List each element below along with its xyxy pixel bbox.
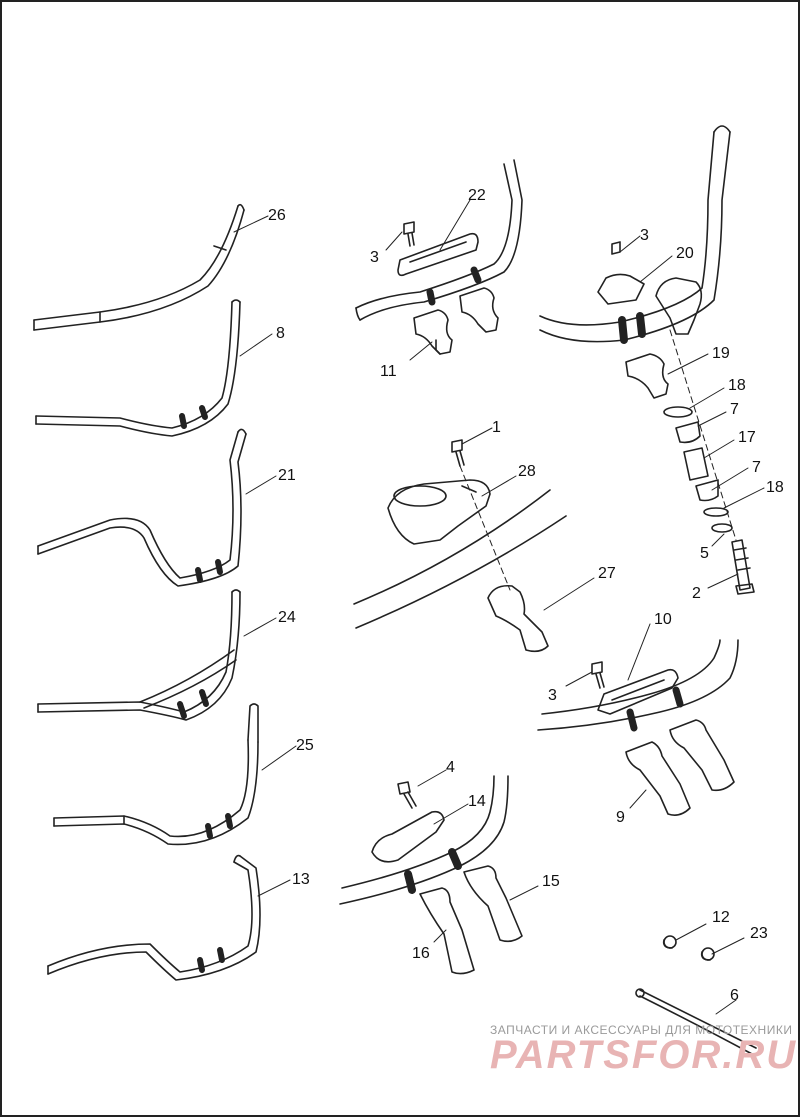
- assembly-top-right: [539, 125, 755, 595]
- callout-10: 10: [654, 611, 672, 628]
- assembly-bottom-center: [339, 775, 523, 975]
- callout-26: 26: [268, 207, 286, 224]
- callout-7-lower: 7: [752, 459, 761, 476]
- callout-24: 24: [278, 609, 296, 626]
- callout-14: 14: [468, 793, 486, 810]
- callout-17: 17: [738, 429, 756, 446]
- assembly-top-center: [355, 159, 523, 355]
- watermark-logo: PARTSFOR.RU: [490, 1033, 797, 1077]
- callout-13: 13: [292, 871, 310, 888]
- callout-28: 28: [518, 463, 536, 480]
- callout-3-top-center: 3: [370, 249, 379, 266]
- callout-2: 2: [692, 585, 701, 602]
- handlebar-24: [37, 589, 241, 721]
- handlebar-26: [33, 203, 245, 331]
- callout-5: 5: [700, 545, 709, 562]
- callout-6: 6: [730, 987, 739, 1004]
- callout-1: 1: [492, 419, 501, 436]
- callout-12: 12: [712, 909, 730, 926]
- callout-3-top-right: 3: [640, 227, 649, 244]
- callout-3-right-middle: 3: [548, 687, 557, 704]
- handlebar-8: [35, 299, 241, 437]
- small-parts: [635, 935, 757, 1055]
- callout-20: 20: [676, 245, 694, 262]
- callout-7-upper: 7: [730, 401, 739, 418]
- callout-19: 19: [712, 345, 730, 362]
- handlebar-21: [37, 428, 247, 587]
- callout-27: 27: [598, 565, 616, 582]
- callout-18-lower: 18: [766, 479, 784, 496]
- assembly-right-middle: [537, 639, 739, 816]
- callout-11: 11: [380, 363, 397, 380]
- callout-18-upper: 18: [728, 377, 746, 394]
- callout-22: 22: [468, 187, 486, 204]
- watermark: ЗАПЧАСТИ И АКСЕССУАРЫ ДЛЯ МОТОТЕХНИКИ PA…: [490, 1023, 797, 1077]
- callout-25: 25: [296, 737, 314, 754]
- callout-labels: 26 8 21 24 25 13 22 3 11 3 20 19 18 7 17…: [268, 187, 784, 1004]
- watermark-tagline: ЗАПЧАСТИ И АКСЕССУАРЫ ДЛЯ МОТОТЕХНИКИ: [490, 1023, 792, 1037]
- assembly-middle: [353, 439, 567, 653]
- callout-23: 23: [750, 925, 768, 942]
- callout-8: 8: [276, 325, 285, 342]
- leader-lines: [233, 199, 765, 1015]
- callout-16: 16: [412, 945, 430, 962]
- handlebar-25: [53, 703, 259, 846]
- callout-4: 4: [446, 759, 455, 776]
- callout-15: 15: [542, 873, 560, 890]
- callout-9: 9: [616, 809, 625, 826]
- callout-21: 21: [278, 467, 296, 484]
- handlebar-13: [47, 854, 261, 981]
